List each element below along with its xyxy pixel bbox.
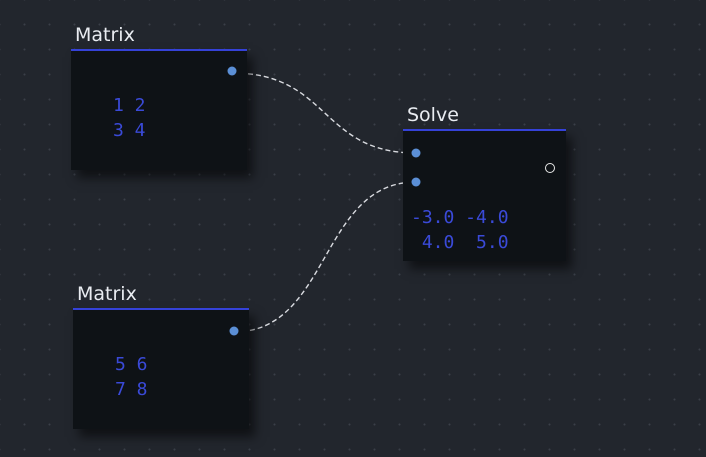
node-title: Matrix — [75, 24, 135, 46]
output-port[interactable] — [227, 66, 237, 76]
node-body[interactable]: 1 2 3 4 — [71, 49, 247, 170]
matrix-values: 1 2 3 4 — [113, 95, 146, 141]
node-title: Solve — [407, 104, 459, 126]
output-port[interactable] — [545, 163, 555, 173]
matrix-node-a[interactable]: Matrix 1 2 3 4 — [71, 23, 257, 183]
solve-node[interactable]: Solve -3.0 -4.0 4.0 5.0 — [403, 103, 578, 273]
output-port[interactable] — [229, 326, 239, 336]
wire-matrix-b-to-solve[interactable] — [233, 181, 417, 333]
node-body[interactable]: 5 6 7 8 — [73, 308, 249, 429]
wire-matrix-a-to-solve[interactable] — [231, 72, 417, 154]
node-title: Matrix — [77, 283, 137, 305]
matrix-values: 5 6 7 8 — [115, 354, 148, 400]
matrix-node-b[interactable]: Matrix 5 6 7 8 — [73, 282, 259, 442]
input-port-1[interactable] — [411, 148, 421, 158]
node-body[interactable]: -3.0 -4.0 4.0 5.0 — [403, 129, 566, 261]
solution-values: -3.0 -4.0 4.0 5.0 — [411, 207, 509, 253]
input-port-2[interactable] — [411, 177, 421, 187]
